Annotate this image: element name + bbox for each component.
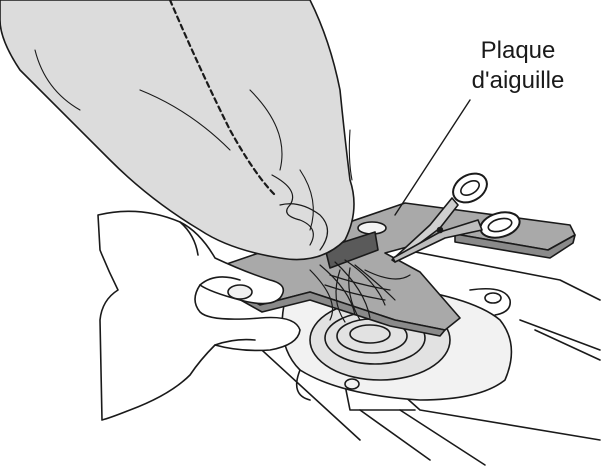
hand-icon — [97, 210, 301, 421]
needle-plate-label-line1: Plaque — [480, 37, 556, 64]
needle-plate-label-line2: d'aiguille — [471, 67, 565, 94]
thread-tangle — [309, 259, 411, 323]
scissors-icon — [391, 172, 521, 263]
fabric — [0, 0, 355, 261]
needle-plate-label: Plaque d'aiguille — [448, 36, 588, 96]
callout-leader-line — [394, 99, 471, 216]
